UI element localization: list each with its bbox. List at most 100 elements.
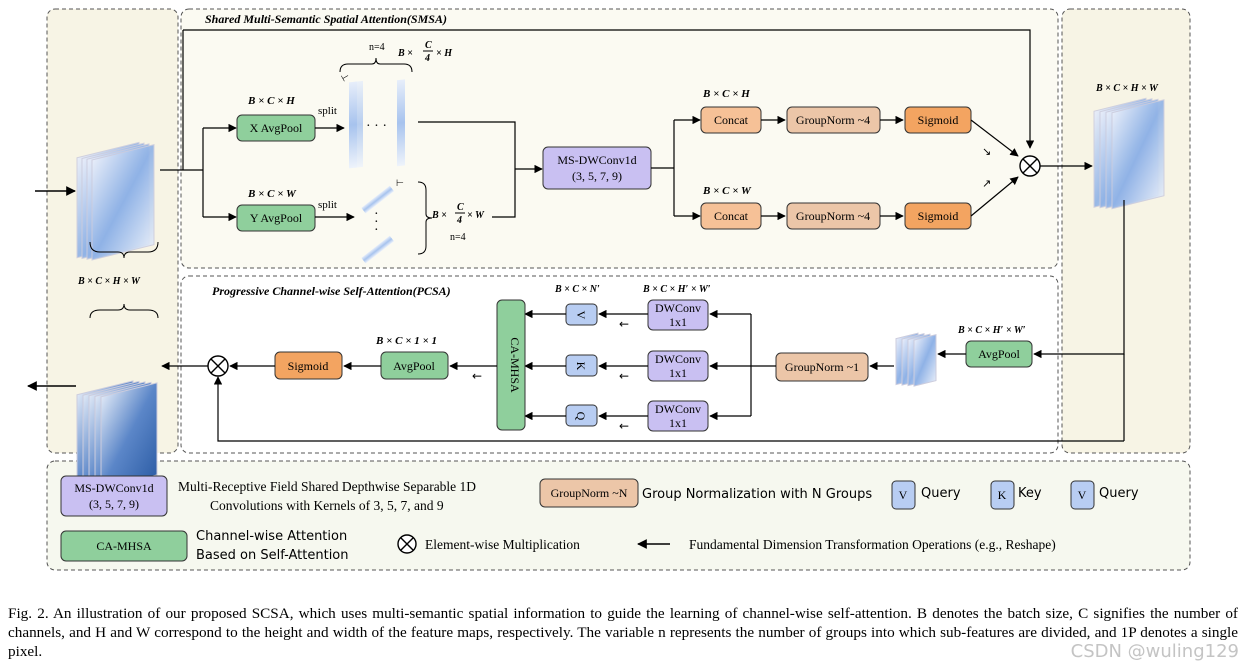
dwconv-v-label-line1: DWConv — [655, 301, 701, 315]
bottom-sigmoid-label: Sigmoid — [918, 209, 959, 223]
bottom-concat-shape-label: B × C × W — [702, 185, 752, 197]
w-dots: · — [374, 207, 379, 222]
svg-text:B ×: B × — [397, 48, 413, 59]
dwconv-q-label-line1: DWConv — [655, 402, 701, 416]
figure-caption: Fig. 2. An illustration of our proposed … — [8, 605, 1238, 660]
legend-k-box — [990, 480, 1015, 510]
v-shape-label: B × C × N′ — [554, 284, 600, 295]
bottom-concat-label: Concat — [714, 209, 749, 223]
legend-ca-mhsa-label: CA-MHSA — [96, 539, 152, 553]
h-dots: · · · — [366, 119, 387, 134]
legend-ca-mhsa-desc-line1: Channel-wise Attention — [196, 529, 347, 544]
top-reshape-arrow: ↘ — [982, 145, 991, 158]
w-n-label: n=4 — [450, 232, 466, 243]
dwconv-v-box — [647, 299, 709, 331]
legend-multiply-desc: Element-wise Multiplication — [425, 537, 580, 552]
dwconv-q-label-line2: 1x1 — [669, 416, 687, 430]
legend-groupnorm-box — [539, 478, 639, 508]
pcsa-groupnorm-label: GroupNorm ~1 — [785, 360, 859, 374]
svg-text:C: C — [425, 40, 432, 51]
top-groupnorm-label: GroupNorm ~4 — [796, 113, 870, 127]
top-concat-shape-label: B × C × H — [702, 88, 750, 100]
smsa-output-feature-map — [1093, 97, 1165, 210]
input-feature-map — [76, 141, 155, 261]
y-avgpool-shape-label: B × C × W — [247, 188, 297, 200]
smsa-title: Shared Multi-Semantic Spatial Attention(… — [205, 12, 447, 26]
legend-v-desc: Query — [921, 486, 961, 501]
pcsa-multiply-icon — [207, 355, 229, 377]
pcsa-input-shape-label: B × C × H × W — [77, 276, 141, 287]
h-sub-features — [349, 79, 405, 169]
legend-arrow-desc: Fundamental Dimension Transformation Ope… — [689, 537, 1056, 552]
pcsa-sigmoid-label: Sigmoid — [288, 359, 329, 373]
legend-ca-mhsa-desc-line2: Based on Self-Attention — [196, 548, 349, 563]
smsa-multiply-icon — [1019, 155, 1041, 177]
pcsa-title: Progressive Channel-wise Self-Attention(… — [212, 284, 451, 298]
top-concat-label: Concat — [714, 113, 749, 127]
h-pixel-mark: ⊢ — [340, 71, 352, 84]
v-label: V — [574, 311, 588, 320]
pcsa-left-avgpool-label: AvgPool — [393, 359, 435, 373]
x-avgpool-shape-label: B × C × H — [247, 95, 295, 107]
legend-ms-dwconv1d-box — [60, 475, 168, 517]
x-split-label: split — [318, 105, 337, 117]
q-label: Q — [574, 412, 588, 421]
v-reshape-arrow: ← — [619, 317, 629, 331]
svg-text:4: 4 — [456, 215, 462, 226]
legend-k-label: K — [998, 488, 1007, 502]
watermark: CSDN @wuling129 — [1070, 641, 1239, 662]
dwconv-v-label-line2: 1x1 — [669, 315, 687, 329]
k-label: K — [574, 362, 588, 371]
dwconv-k-label-line2: 1x1 — [669, 366, 687, 380]
smsa-output-shape-label: B × C × H × W — [1095, 83, 1159, 94]
dwconv-shape-label: B × C × H′ × W′ — [642, 284, 711, 295]
svg-text:B ×: B × — [431, 210, 447, 221]
bottom-groupnorm-label: GroupNorm ~4 — [796, 209, 870, 223]
pcsa-avgpool-label: AvgPool — [978, 347, 1020, 361]
w-dots-2: · — [374, 215, 379, 230]
ms-dwconv1d-label-line1: MS-DWConv1d — [557, 153, 636, 167]
w-sub-features — [361, 185, 395, 264]
dwconv-k-label-line1: DWConv — [655, 352, 701, 366]
q-reshape-arrow: ← — [619, 419, 629, 433]
w-dots-3: · — [374, 223, 379, 238]
legend-v2-box — [1070, 480, 1095, 510]
pcsa-panel — [180, 275, 1059, 454]
svg-text:4: 4 — [424, 53, 430, 64]
legend-v-box — [891, 480, 916, 510]
legend-ms-dwconv1d-desc-line2: Convolutions with Kernels of 3, 5, 7, an… — [210, 498, 444, 513]
h-split-shape-label: B × C 4 × H — [397, 40, 453, 64]
top-sigmoid-label: Sigmoid — [918, 113, 959, 127]
bottom-reshape-arrow: ↗ — [982, 177, 991, 190]
h-n-label: n=4 — [369, 42, 385, 53]
scsa-diagram: Shared Multi-Semantic Spatial Attention(… — [27, 8, 1191, 571]
ca-reshape-arrow: ← — [472, 369, 482, 383]
w-split-shape-label: B × C 4 × W — [431, 202, 485, 226]
legend-v2-label: V — [1078, 488, 1087, 502]
svg-text:C: C — [457, 202, 464, 213]
legend-k-desc: Key — [1018, 486, 1042, 501]
w-pixel-mark: ⊢ — [396, 178, 404, 188]
pcsa-avgpool-shape-label: B × C × H′ × W′ — [957, 325, 1026, 336]
legend-ca-mhsa-box — [60, 530, 188, 562]
y-avgpool-box — [236, 204, 316, 232]
legend-ms-dwconv1d-desc-line1: Multi-Receptive Field Shared Depthwise S… — [178, 479, 476, 494]
legend-v-label: V — [899, 488, 908, 502]
legend-v2-desc: Query — [1099, 486, 1139, 501]
pcsa-groupnorm-box — [775, 352, 869, 382]
y-split-label: split — [318, 199, 337, 211]
final-output-feature-map — [76, 380, 158, 490]
pcsa-pooled-feature-map — [895, 332, 937, 387]
legend-ms-dwconv1d-label-line2: (3, 5, 7, 9) — [89, 497, 139, 511]
x-avgpool-label: X AvgPool — [250, 121, 303, 135]
ca-mhsa-label: CA-MHSA — [508, 337, 522, 393]
ca-mhsa-box — [496, 299, 526, 431]
legend-multiply-icon — [397, 534, 417, 554]
pcsa-left-avgpool-shape-label: B × C × 1 × 1 — [375, 335, 437, 347]
svg-text:× H: × H — [436, 48, 453, 59]
ms-dwconv1d-label-line2: (3, 5, 7, 9) — [572, 169, 622, 183]
legend-groupnorm-desc: Group Normalization with N Groups — [642, 487, 872, 502]
right-side-panel — [1061, 8, 1191, 454]
svg-text:× W: × W — [467, 210, 485, 221]
legend-ms-dwconv1d-label-line1: MS-DWConv1d — [74, 481, 153, 495]
